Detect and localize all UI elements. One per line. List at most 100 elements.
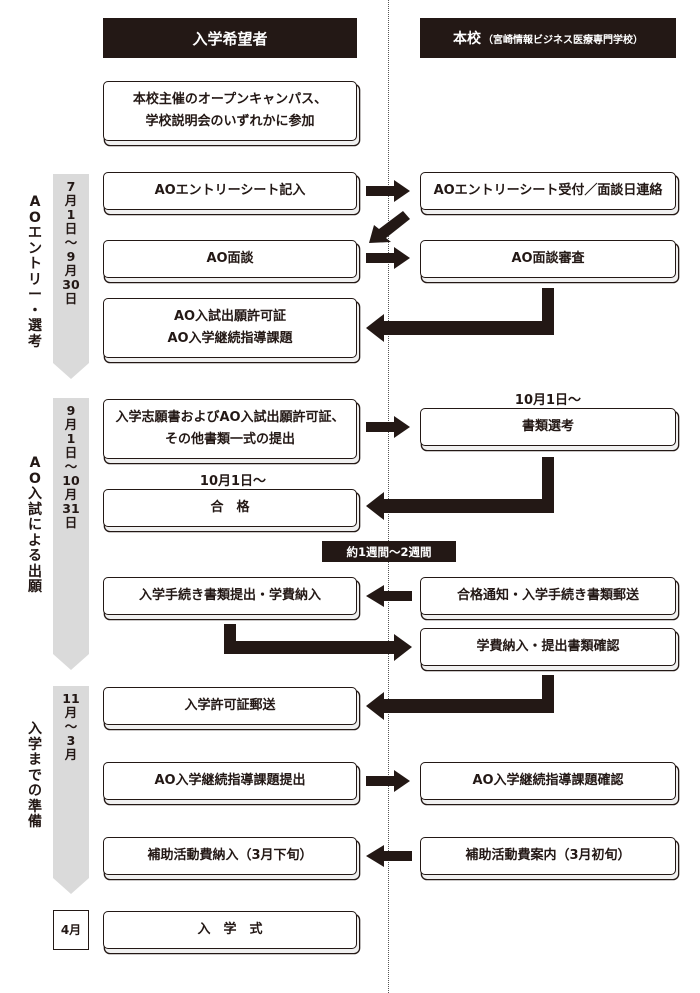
section-title-ao-exam-char: 入 [28,486,42,502]
pass-date: 10月1日〜 [199,474,267,489]
section-title-ao-exam-char: よ [28,532,42,549]
section-title-ao-entry-char: ト [28,256,42,272]
section-title-ao-entry-char: O [29,209,41,226]
step-task-confirm: AO入学継続指導課題確認 [420,762,676,800]
period-ao-exam-char: 31 [62,501,80,516]
period-ao-exam-char: 月 [64,417,78,432]
section-title-ao-exam-char: に [28,517,42,533]
step-entry-sheet-label: AOエントリーシート記入 [154,183,306,198]
step-task-submit-label: AO入学継続指導課題提出 [154,773,306,788]
step-interview: AO面談 [103,240,357,278]
period-ao-entry-char: 7 [66,179,76,194]
section-title-ao-entry-char: ・ [28,302,42,319]
step-permit-line1: AO入試出願許可証 [173,309,287,324]
step-pass-label: 合 格 [210,500,250,515]
step-entry-receive: AOエントリーシート受付／面談日連絡 [420,172,676,210]
section-title-prep-text: 入学までの準備 [28,721,42,831]
section-title-ao-entry-char: 選 [28,318,42,334]
step-open-campus-line2: 学校説明会のいずれかに参加 [145,114,315,129]
step-interview-review-label: AO面談審査 [511,251,585,266]
section-title-ao-entry-char: ー [28,287,42,303]
period-ao-entry-char: 9 [66,249,76,264]
period-ao-entry-char: 〜 [64,235,78,250]
header-school-label: 本校 [453,31,481,47]
step-task-submit: AO入学継続指導課題提出 [103,762,357,800]
doc-review-date: 10月1日〜 [514,393,582,408]
step-open-campus: 本校主催のオープンキャンパス、 学校説明会のいずれかに参加 [103,81,357,141]
step-permit-line2: AO入学継続指導課題 [167,331,293,346]
section-title-ao-exam-char: 試 [28,501,42,518]
period-prep-char: 〜 [64,719,78,734]
step-activity-fee: 補助活動費納入（3月下旬） [103,837,357,875]
elbow-arrow-left-icon [366,288,554,342]
arrow-right-icon [366,180,410,202]
section-title-ao-exam-char: O [29,470,41,487]
arrow-right-icon [366,770,410,792]
step-enroll-submit: 入学手続き書類提出・学費納入 [103,577,357,615]
section-title-prep-char: ま [28,752,42,768]
step-submit-docs-line2: その他書類一式の提出 [164,432,295,447]
section-title-prep-char: 備 [28,814,42,830]
step-permit: AO入試出願許可証 AO入学継続指導課題 [103,298,357,358]
step-doc-review: 書類選考 [420,408,676,446]
section-title-prep-char: 学 [28,736,42,753]
section-title-prep-char: の [28,783,42,799]
step-ceremony-label: 入 学 式 [197,922,263,937]
step-permit-mail: 入学許可証郵送 [103,687,357,725]
period-april-text: 4月 [61,923,81,938]
period-ao-entry-char: 月 [64,193,78,208]
period-prep-char: 11 [62,691,80,706]
step-fee-confirm-label: 学費納入・提出書類確認 [476,639,620,654]
period-ao-exam-char: 9 [66,403,76,418]
period-ao-entry-char: 1 [66,207,76,222]
arrow-right-icon [366,416,410,438]
section-title-prep-char: で [28,767,42,784]
section-title-ao-entry-char: 考 [28,333,42,350]
period-april-char: 4 [60,922,70,937]
step-submit-docs-line1: 入学志願書およびAO入試出願許可証、 [115,410,345,425]
arrow-right-icon [366,247,410,269]
header-school-sub: （宮崎情報ビジネス医療専門学校） [483,34,643,46]
step-task-confirm-label: AO入学継続指導課題確認 [472,773,624,788]
section-title-ao-entry-char: エ [28,225,42,241]
period-ao-entry-char: 月 [64,263,78,278]
period-ao-entry-char: 30 [62,277,80,292]
step-fee-confirm: 学費納入・提出書類確認 [420,628,676,666]
section-title-prep-char: 入 [28,721,42,737]
step-notify: 合格通知・入学手続き書類郵送 [420,577,676,615]
step-activity-notice: 補助活動費案内（3月初旬） [420,837,676,875]
period-prep-char: 月 [64,747,78,762]
step-entry-sheet: AOエントリーシート記入 [103,172,357,210]
period-ao-entry-char: 日 [64,291,78,306]
section-title-prep: 入学までの準備 [24,721,46,831]
elbow-arrow-right-icon [224,624,412,661]
center-divider [388,0,389,993]
arrow-down-left-icon [369,211,410,243]
step-entry-receive-label: AOエントリーシート受付／面談日連絡 [433,183,663,198]
header-applicant: 入学希望者 [103,18,357,58]
step-activity-fee-label: 補助活動費納入（3月下旬） [147,848,313,863]
step-activity-notice-label: 補助活動費案内（3月初旬） [465,848,631,863]
step-interview-label: AO面談 [206,251,254,266]
elbow-arrow-left-icon [366,675,554,720]
section-title-ao-exam-char: る [28,548,42,564]
arrow-left-icon [366,585,412,607]
interval-badge: 約1週間〜2週間 [322,541,456,562]
period-prep-char: 3 [66,733,76,748]
section-title-ao-exam-char: A [29,455,41,471]
period-april-char: 月 [69,922,82,937]
step-pass: 合 格 [103,489,357,527]
period-ao-exam-char: 〜 [64,459,78,474]
period-april: 4月 [53,910,89,950]
arrow-left-icon [366,845,412,867]
step-notify-label: 合格通知・入学手続き書類郵送 [456,588,639,603]
